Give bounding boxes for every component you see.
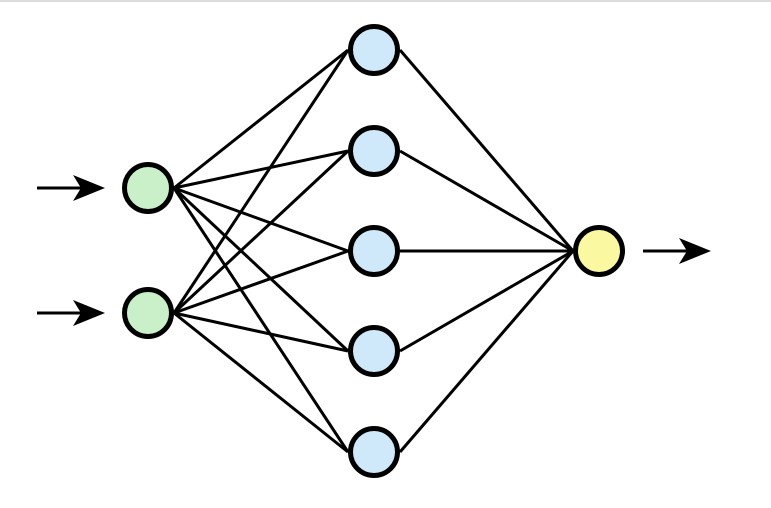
node-hidden-2 <box>348 125 400 177</box>
node-hidden-3 <box>348 225 400 277</box>
node-hidden-1 <box>348 24 400 76</box>
node-input-2 <box>122 287 174 339</box>
output-arrow-head <box>679 238 711 264</box>
input-arrow-2-head <box>73 300 105 326</box>
edge-input-2-hidden-2 <box>172 149 350 315</box>
edge-input-2-hidden-4 <box>173 311 349 353</box>
edge-input-1-hidden-1 <box>173 48 349 190</box>
edge-input-1-hidden-2 <box>173 149 349 190</box>
node-hidden-4 <box>348 325 400 377</box>
edge-input-2-hidden-3 <box>173 249 349 315</box>
edge-hidden-4-output-1 <box>399 249 574 353</box>
input-arrow-1-head <box>73 175 105 201</box>
edge-hidden-1-output-1 <box>398 49 575 252</box>
window-top-border <box>0 0 771 2</box>
edge-input-1-hidden-4 <box>172 186 350 353</box>
edge-hidden-5-output-1 <box>398 250 575 453</box>
edge-input-1-hidden-5 <box>172 187 350 453</box>
node-output-1 <box>573 225 625 277</box>
edge-hidden-2-output-1 <box>399 149 574 253</box>
node-input-1 <box>122 162 174 214</box>
edge-input-2-hidden-5 <box>173 311 349 454</box>
node-hidden-5 <box>348 426 400 478</box>
edge-input-1-hidden-3 <box>173 186 349 253</box>
edge-input-2-hidden-1 <box>172 49 350 314</box>
